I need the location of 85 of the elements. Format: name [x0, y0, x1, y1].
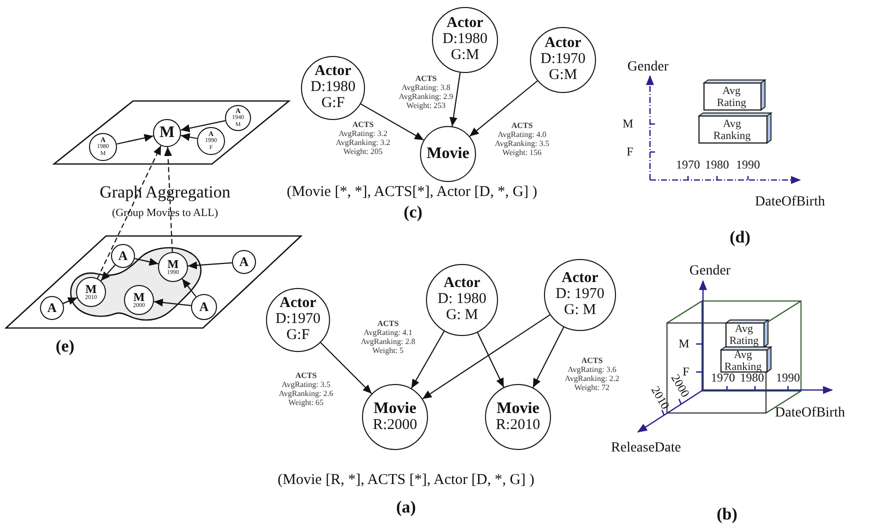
node-title: Actor — [562, 271, 598, 288]
node-title: Movie — [496, 400, 540, 418]
arrow — [62, 297, 78, 305]
node-text: D:1980 G:F — [310, 80, 356, 112]
arrow — [410, 330, 445, 389]
panel-label: (d) — [730, 228, 750, 248]
node-title: A — [239, 255, 249, 269]
panel-label: (b) — [716, 506, 738, 524]
node-circle — [420, 126, 476, 182]
tick-label: 1980 — [740, 371, 764, 385]
tick-label: M — [622, 117, 634, 131]
node-title: Movie — [374, 400, 416, 418]
node-title: Actor — [444, 276, 480, 292]
axis-label: Gender — [627, 59, 669, 75]
tick-label: F — [682, 365, 690, 378]
tick-label: 1980 — [705, 158, 729, 172]
arrow — [100, 264, 116, 282]
measure-box — [703, 79, 766, 111]
node-title: Movie — [426, 146, 470, 162]
panel-label: (e) — [56, 338, 74, 356]
node-title: A — [47, 301, 57, 315]
tick-label: M — [678, 337, 690, 351]
heading: Graph Aggregation — [100, 184, 230, 202]
tick-label: 1990 — [736, 158, 760, 172]
arrow — [422, 314, 550, 400]
axis-label: Gender — [689, 263, 731, 279]
node-title: M — [159, 124, 175, 142]
edge-label: ACTS AvgRating: 3.8 AvgRanking: 2.9 Weight: 253 — [398, 75, 454, 111]
edge-label: ACTS AvgRating: 3.6 AvgRanking: 2.2 Weight: 72 — [564, 357, 620, 393]
arrow — [134, 258, 158, 266]
edge-label: ACTS AvgRating: 3.5 AvgRanking: 2.6 Weight: 65 — [278, 372, 334, 408]
arrow — [154, 298, 192, 307]
node-text: D:1980 G:M — [442, 32, 488, 64]
arrow — [450, 72, 461, 126]
node-title: M — [85, 282, 97, 296]
axis-label: DateOfBirth — [755, 194, 825, 210]
node-text: D: 1980 G: M — [436, 292, 488, 324]
arrow — [188, 261, 232, 270]
measure-box — [725, 319, 769, 348]
node-title: Actor — [544, 36, 582, 52]
node-text: D:1970 G:F — [274, 312, 322, 344]
arrow — [469, 80, 538, 137]
arrow — [180, 120, 226, 132]
node-circle — [362, 384, 428, 450]
edge-label: ACTS AvgRating: 4.1 AvgRanking: 2.8 Weight: 5 — [360, 320, 416, 356]
tick-label: 1990 — [776, 371, 800, 385]
dashed-arrow — [164, 146, 173, 252]
arrow — [180, 133, 198, 142]
axis-label: DateOfBirth — [775, 405, 845, 421]
node-label: Avg Ranking — [712, 118, 752, 142]
caption: (Movie [*, *], ACTS[*], Actor [D, *, G] ) — [286, 184, 538, 200]
node-title: Actor — [314, 64, 352, 80]
tick-label: 1970 — [711, 371, 735, 385]
node-title: M — [133, 290, 145, 304]
measure-box — [720, 346, 772, 373]
edge-label: ACTS AvgRating: 3.2 AvgRanking: 3.2 Weight: 205 — [334, 121, 392, 157]
tick-label: 1970 — [676, 158, 700, 172]
node-text: D:1970 G:M — [540, 52, 586, 84]
measure-box — [698, 112, 772, 144]
node-title: Actor — [446, 16, 484, 32]
edge-label: ACTS AvgRating: 4.0 AvgRanking: 3.5 Weight: 156 — [494, 122, 550, 158]
arrow — [116, 134, 154, 145]
node-title: Actor — [280, 296, 316, 312]
dashed-arrow — [96, 145, 162, 279]
node-label: Avg Rating — [728, 324, 760, 348]
panel-label: (a) — [396, 498, 416, 518]
subtitle: (Group Movies to ALL) — [112, 206, 218, 220]
node-label: Avg Ranking — [723, 350, 763, 374]
node-title: M — [167, 258, 179, 270]
arrow — [320, 342, 372, 394]
arrow — [182, 278, 196, 298]
node-label: Avg Rating — [716, 86, 748, 110]
node-title: A — [199, 300, 209, 314]
arrow — [532, 326, 564, 388]
plane-shape — [53, 100, 290, 165]
node-text: R:2000 — [372, 418, 418, 434]
tick-label: F — [626, 145, 634, 159]
node-text: D: 1970 G: M — [554, 287, 606, 319]
panel-label: (c) — [404, 204, 422, 222]
caption: (Movie [R, *], ACTS [*], Actor [D, *, G] ) — [278, 472, 534, 488]
node-text: R:2010 — [496, 418, 540, 434]
node-title: A — [118, 249, 128, 263]
axis-label: ReleaseDate — [611, 440, 681, 456]
arrow — [477, 332, 504, 388]
arrow — [360, 103, 424, 141]
